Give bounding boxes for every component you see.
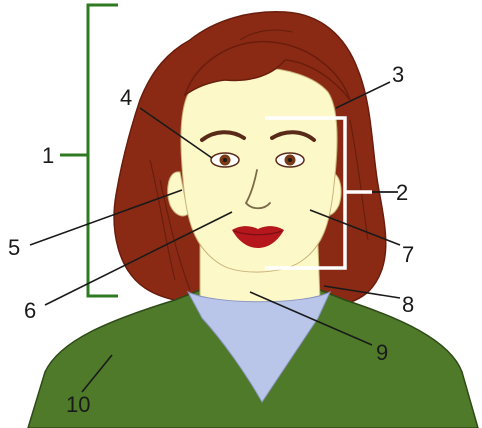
label-5: 5 (8, 235, 20, 260)
label-8: 8 (402, 292, 414, 317)
label-10: 10 (66, 392, 90, 417)
label-4: 4 (120, 85, 132, 110)
eye-left-pupil (223, 158, 227, 162)
eye-right-pupil (288, 158, 292, 162)
label-9: 9 (376, 340, 388, 365)
label-1: 1 (42, 143, 54, 168)
label-6: 6 (24, 298, 36, 323)
label-3: 3 (392, 62, 404, 87)
label-7: 7 (402, 242, 414, 267)
label-2: 2 (396, 180, 408, 205)
bracket-green (60, 5, 118, 296)
